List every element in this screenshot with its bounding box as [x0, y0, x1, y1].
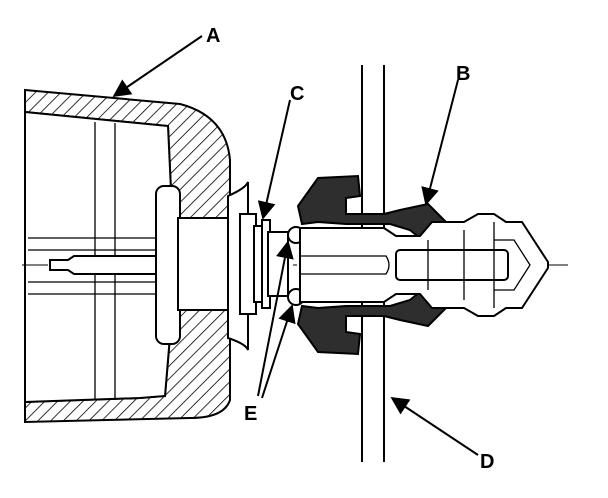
callout-a: A: [206, 25, 220, 47]
pin-part-c: [155, 181, 289, 351]
leader-lines: [112, 35, 479, 456]
plug-body: [299, 213, 549, 317]
callout-b: B: [456, 63, 470, 85]
callout-d: D: [480, 451, 494, 473]
callout-e: E: [244, 403, 257, 425]
grommet-part-b: [296, 174, 452, 356]
callout-c: C: [290, 83, 304, 105]
